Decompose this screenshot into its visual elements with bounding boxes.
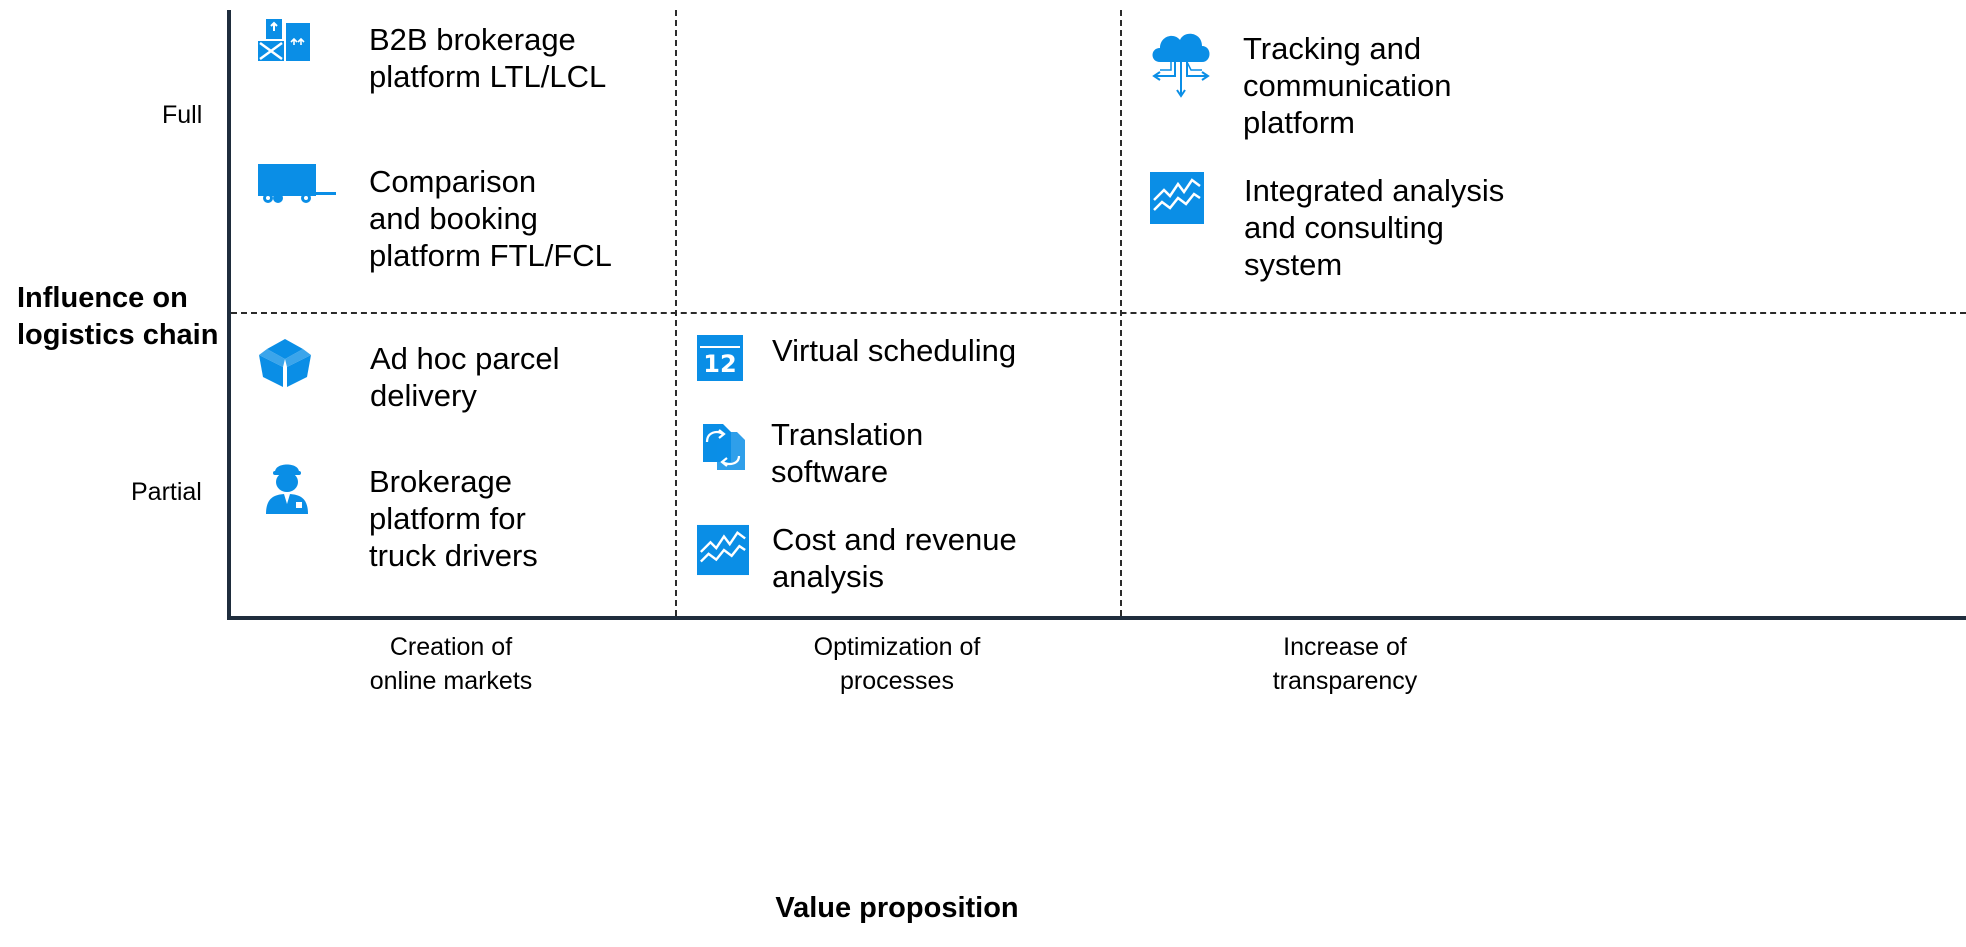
y-level-partial: Partial	[131, 478, 202, 506]
x-axis-title: Value proposition	[775, 892, 1019, 924]
row-divider	[231, 312, 1966, 314]
x-axis-line	[227, 616, 1966, 620]
chart-trend-icon	[697, 524, 749, 576]
item-comparison-booking: Comparison and booking platform FTL/FCL	[369, 164, 612, 273]
calendar-day: 12	[697, 347, 743, 381]
calendar-icon: 12	[697, 335, 743, 381]
boxes-icon	[258, 19, 310, 61]
y-level-full: Full	[162, 101, 203, 129]
item-ad-hoc-parcel: Ad hoc parcel delivery	[370, 341, 560, 413]
driver-icon	[266, 464, 308, 514]
item-b2b-brokerage: B2B brokerage platform LTL/LCL	[369, 22, 607, 94]
y-axis-title: Influence on logistics chain	[17, 282, 219, 351]
item-translation-software: Translation software	[771, 417, 924, 489]
documents-exchange-icon	[703, 424, 745, 470]
y-axis-line	[227, 10, 231, 620]
x-category-processes: Optimization of processes	[813, 633, 981, 695]
item-virtual-scheduling: Virtual scheduling	[772, 333, 1017, 368]
x-category-transparency: Increase of transparency	[1272, 633, 1418, 695]
chart-trend-icon	[1150, 172, 1204, 224]
open-box-icon	[259, 339, 311, 387]
x-category-online-markets: Creation of online markets	[369, 633, 533, 695]
cloud-network-icon	[1152, 33, 1210, 98]
truck-trailer-icon	[258, 164, 336, 203]
item-cost-revenue: Cost and revenue analysis	[772, 522, 1017, 594]
item-truck-drivers: Brokerage platform for truck drivers	[369, 464, 538, 573]
item-tracking-platform: Tracking and communication platform	[1243, 31, 1452, 140]
item-integrated-analysis: Integrated analysis and consulting syste…	[1244, 173, 1505, 282]
